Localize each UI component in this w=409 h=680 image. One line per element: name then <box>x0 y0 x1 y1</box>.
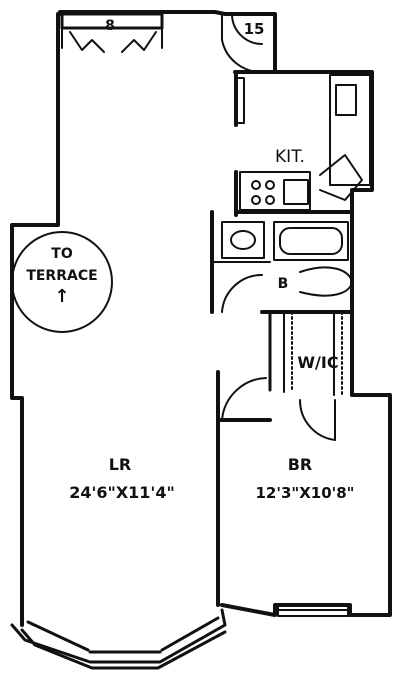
bedroom-dimensions: 12'3"X10'8" <box>255 484 354 502</box>
top-closet-label: 8 <box>105 18 115 34</box>
bath-label: B <box>278 276 289 292</box>
walk-in-closet-label: W/IC <box>297 353 338 372</box>
living-room-dimensions: 24'6"X11'4" <box>69 483 175 502</box>
terrace-label-line2: TERRACE <box>26 268 97 284</box>
terrace-arrow-icon: ↑ <box>54 286 69 307</box>
terrace-label-line1: TO <box>51 246 73 262</box>
outer-wall <box>10 10 392 627</box>
top-closet <box>60 12 164 53</box>
bathroom <box>210 210 354 314</box>
walk-in-closet <box>268 310 343 441</box>
bay-window <box>10 608 227 670</box>
living-room-label: LR <box>109 455 132 474</box>
bedroom-window <box>277 603 349 617</box>
bedroom-label: BR <box>288 455 313 474</box>
unit-number: 15 <box>244 20 265 38</box>
terrace-marker <box>11 231 113 333</box>
entry-door <box>221 13 263 74</box>
kitchen <box>234 70 371 217</box>
kitchen-label: KIT. <box>275 147 305 167</box>
unit-marker <box>231 13 263 45</box>
partition-wall <box>216 370 272 607</box>
